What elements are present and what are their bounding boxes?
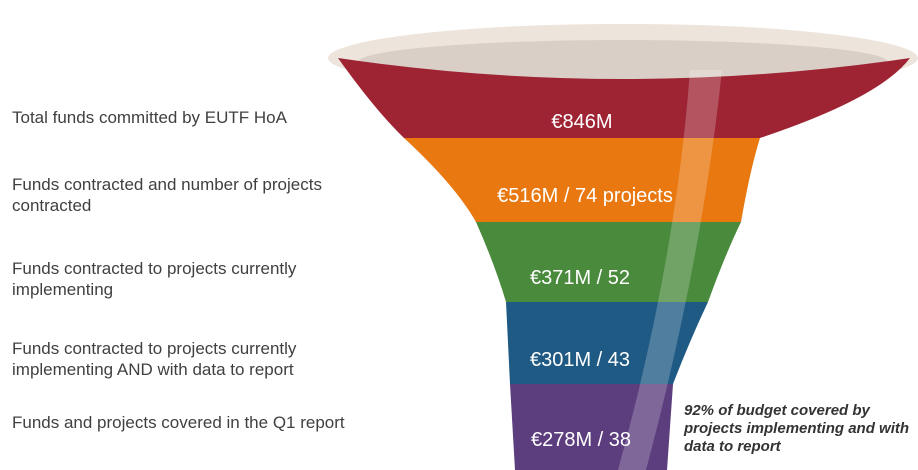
funnel-label-contracted: Funds contracted and number of projects … [12,175,322,215]
funnel-label-with-data: Funds contracted to projects currently i… [12,339,297,379]
segment-value-1: €846M [551,111,612,133]
funnel-label-implementing: Funds contracted to projects currently i… [12,259,297,299]
funnel-highlight-band [618,70,722,470]
segment-value-2: €516M / 74 projects [497,185,673,207]
funnel-segment-5 [510,384,673,470]
funnel-segment-1 [338,58,910,138]
funnel-segment-4 [506,302,708,384]
coverage-note: 92% of budget covered by projects implem… [684,402,910,455]
funnel-segment-3 [476,222,741,302]
segment-value-4: €301M / 43 [530,349,630,371]
segment-value-5: €278M / 38 [531,429,631,451]
funnel-label-total-committed: Total funds committed by EUTF HoA [12,108,287,127]
funnel-segment-2 [404,138,760,222]
segment-value-3: €371M / 52 [530,267,630,289]
funnel-label-q1-report: Funds and projects covered in the Q1 rep… [12,413,345,432]
funnel-inner [358,40,888,84]
